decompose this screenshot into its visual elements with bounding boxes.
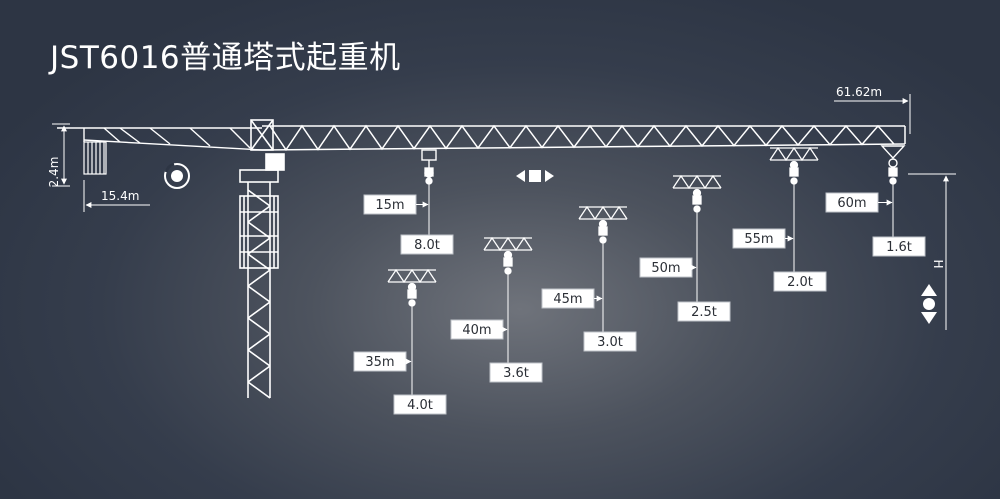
hook-icon: [424, 167, 434, 185]
dimension-lines: 2.4m 15.4m 61.62m H: [47, 85, 956, 330]
dim-tip-height: 2.4m: [47, 157, 61, 188]
load-label: 3.0t: [597, 335, 623, 350]
load-box: [583, 331, 637, 352]
load-box: [489, 362, 543, 383]
radius-label: 60m: [837, 196, 866, 211]
tower-mast: [239, 182, 279, 399]
radius-label: 45m: [553, 292, 582, 307]
counter-jib: [57, 127, 263, 151]
crane-structure: [57, 119, 906, 399]
radius-label: 50m: [651, 261, 680, 276]
jib-section-icon: [578, 205, 628, 229]
page-title: JST6016普通塔式起重机: [50, 40, 401, 76]
dim-counter-jib: 15.4m: [101, 189, 139, 203]
load-point: 55m 2.0t: [732, 146, 827, 292]
counterweight: [83, 141, 107, 175]
radius-label: 40m: [462, 323, 491, 338]
load-label: 4.0t: [407, 398, 433, 413]
hook-icon: [789, 167, 799, 185]
load-point: 35m 4.0t: [353, 268, 447, 415]
load-box: [872, 236, 926, 257]
load-point: 40m 3.6t: [450, 236, 543, 383]
load-point: 50m 2.5t: [639, 174, 731, 322]
jib-section-icon: [483, 236, 533, 260]
hook-icon: [598, 226, 608, 244]
radius-label: 15m: [375, 198, 404, 213]
radius-label: 35m: [365, 355, 394, 370]
load-box: [400, 234, 454, 255]
load-box: [393, 394, 447, 415]
hook-icon: [503, 257, 513, 275]
jib-section-icon: [672, 174, 722, 198]
dim-max-radius: 61.62m: [836, 85, 882, 99]
radius-label: 55m: [744, 232, 773, 247]
load-point: 60m 1.6t: [825, 167, 926, 257]
tower-head: [239, 119, 285, 183]
load-chart: 15m 8.0t 35m 4.0t 40m 3.6t 45m 3.0t 50m 2.5t 55m 2.…: [353, 146, 926, 415]
load-box: [677, 301, 731, 322]
main-jib: [261, 124, 906, 152]
load-point: 45m 3.0t: [541, 205, 637, 352]
hook-icon: [888, 167, 898, 185]
load-label: 2.0t: [787, 275, 813, 290]
load-point: 15m 8.0t: [363, 167, 454, 255]
jib-section-icon: [387, 268, 437, 292]
dim-height: H: [931, 259, 945, 268]
hook-icon: [692, 195, 702, 213]
load-box: [773, 271, 827, 292]
load-label: 2.5t: [691, 305, 717, 320]
jib-section-icon: [769, 146, 819, 170]
hook-icon: [407, 289, 417, 307]
load-label: 1.6t: [886, 240, 912, 255]
trolley-travel-icon: [516, 170, 554, 182]
hoist-up-down-icon: [921, 284, 937, 324]
slew-icon: [164, 162, 190, 189]
jib-tip-trolley: [880, 145, 906, 168]
jib-lattice: [269, 124, 895, 152]
load-label: 3.6t: [503, 366, 529, 381]
load-label: 8.0t: [414, 238, 440, 253]
